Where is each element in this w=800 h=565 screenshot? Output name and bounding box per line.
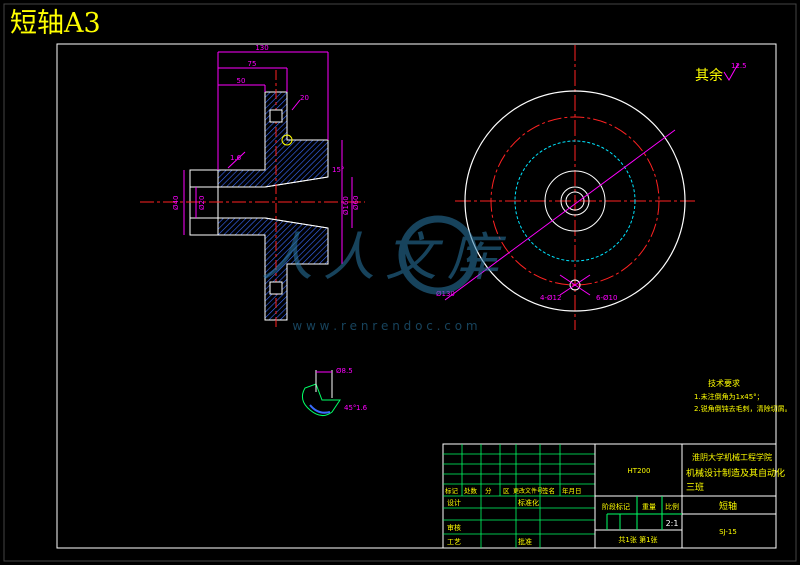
hub-outer: [544, 170, 606, 232]
roughness-note: 其余: [695, 67, 723, 84]
hole-leader-2: [559, 274, 591, 296]
review-label: 审核: [447, 523, 461, 532]
diameter-leader: [444, 129, 676, 301]
dim-text-holes-1: 4-Ø12: [540, 294, 561, 302]
dim-text-taper: 15°: [332, 166, 344, 174]
watermark-url: w w w . r e n r e n d o c . c o m: [292, 319, 477, 333]
approve-label: 批准: [518, 537, 532, 546]
detail-view: Ø8.5 45° 1.6: [301, 367, 368, 416]
mark-circle: [281, 134, 293, 146]
outer-border: [3, 3, 797, 562]
revision-grid: [443, 444, 595, 548]
corner-title: 短轴A3: [10, 8, 101, 39]
detail-hatch: [309, 404, 331, 414]
school-text: 淮阴大学机械工程学院: [692, 452, 772, 462]
upper-section-hatch: [217, 91, 329, 188]
bore-inner: [565, 191, 585, 211]
section-view: 130 75 50 1.6 20 15° Ø40 Ø20 Ø160 Ø60: [140, 44, 365, 330]
tech-notes-heading: 技术要求: [708, 378, 740, 388]
row-label-3: 区: [503, 487, 510, 495]
major-text: 机械设计制造及其自动化: [686, 467, 785, 479]
watermark-brand: 人人文库: [261, 228, 509, 288]
dim-text-130: 130: [255, 44, 268, 52]
dim-text-small-step: 20: [300, 94, 309, 102]
part-name-text: 短轴: [719, 500, 737, 512]
dim-text-dia-left: Ø40: [172, 196, 180, 210]
row-label-1: 处数: [464, 486, 478, 495]
process-label: 工艺: [447, 538, 461, 546]
leader-rough: [291, 99, 301, 111]
dim-text-dia-flange: Ø160: [342, 196, 350, 215]
front-view: Ø130 4-Ø12 6-Ø10: [436, 45, 695, 330]
hub-circle: [514, 140, 636, 262]
dim-text-chamfer: 1.6: [230, 154, 242, 162]
lower-bolt-hole: [269, 281, 283, 295]
row-label-6: 年月日: [562, 486, 582, 495]
sheets-text: 共1张 第1张: [618, 535, 657, 544]
bolt-hole-front: [569, 279, 581, 291]
weight-label: 重量: [642, 503, 656, 511]
watermark-ring: [398, 215, 478, 295]
row-label-5: 签名: [542, 486, 555, 495]
bore-circle: [560, 186, 590, 216]
title-block: HT200 淮阴大学机械工程学院 机械设计制造及其自动化 三班 短轴 SJ-15…: [442, 443, 785, 549]
tech-note-1: 1.未注倒角为1x45°；: [694, 392, 764, 401]
scale-value: 2:1: [666, 519, 679, 528]
upper-bolt-hole: [269, 109, 283, 123]
row-label-2: 分: [485, 486, 492, 495]
bolt-circle: [490, 116, 660, 286]
material-text: HT200: [628, 467, 651, 475]
drawing-frame: [56, 43, 777, 549]
dim-text-holes-2: 6-Ø10: [596, 294, 617, 302]
outer-flange-circle: [464, 90, 686, 312]
roughness-value: 12.5: [731, 62, 747, 70]
row-label-4: 更改文件号: [513, 487, 543, 495]
watermark: 人人文库 w w w . r e n r e n d o c . c o m: [261, 215, 509, 333]
designer-label: 设计: [447, 498, 461, 507]
tech-note-2: 2.锐角倒钝去毛刺，清除切屑。: [694, 404, 792, 413]
leader-chamfer: [227, 151, 246, 169]
detail-angle-text: 45°: [344, 404, 356, 412]
row-label-0: 标记: [445, 486, 459, 495]
detail-rough-text: 1.6: [356, 404, 368, 412]
roughness-icon: [723, 63, 739, 81]
taper-bottom-line: [264, 217, 329, 229]
dim-text-bolt-circle: Ø130: [436, 290, 455, 298]
dim-text-dia-hub: Ø60: [352, 196, 360, 210]
dim-text-75: 75: [248, 60, 257, 68]
detail-dim-text: Ø8.5: [336, 367, 353, 375]
dim-text-50: 50: [237, 77, 246, 85]
dim-text-dia-bore: Ø20: [198, 196, 206, 210]
class-text: 三班: [686, 481, 704, 493]
detail-outline: [301, 383, 341, 416]
stage-label: 阶段标记: [602, 502, 630, 511]
scale-label: 比例: [665, 502, 679, 511]
drawing-no-text: SJ-15: [719, 528, 737, 536]
standard-label: 标准化: [518, 498, 539, 507]
